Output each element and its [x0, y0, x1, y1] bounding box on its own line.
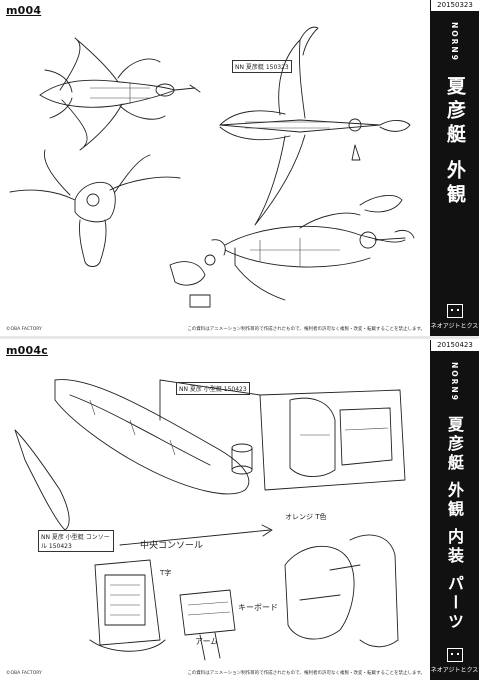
- note-date: 150423: [223, 386, 247, 393]
- usage-notice: この資料はアニメーション制作目的で作成されたもので、権利者の許可なく複製・改変・…: [187, 671, 425, 676]
- ship-detail-parts: [169, 239, 226, 308]
- sheet-m004c: m004c: [0, 340, 479, 680]
- central-console: [89, 559, 166, 652]
- note-nn: NN: [235, 64, 244, 71]
- sheet-code: m004c: [6, 344, 48, 357]
- cylinder-part: [231, 443, 253, 475]
- note-label-top: NN 夏彦 小型艇 150423: [176, 382, 250, 395]
- studio-logo-text: ネオアジトとクス: [430, 667, 479, 674]
- note-ship-name: 夏彦艇: [245, 64, 264, 71]
- ship-front-view: [9, 149, 181, 267]
- small-boat-hull: [14, 379, 250, 531]
- note-date: 150323: [265, 64, 289, 71]
- note-orange-color: オレンジ T色: [285, 513, 327, 521]
- studio-logo: ネオアジトとクス: [430, 648, 479, 674]
- note-console-label: NN 夏彦 小型艇 コンソール 150423: [38, 530, 114, 552]
- note-t-shape: T字: [160, 569, 172, 577]
- note-arm: アーム: [195, 637, 219, 646]
- note-nn: NN: [179, 386, 188, 393]
- ship-interior-sketches: [14, 379, 406, 661]
- sheet-m004: m004: [0, 0, 479, 336]
- sheet-divider: [0, 336, 479, 339]
- note-ship-name: 夏彦 小型艇: [189, 386, 222, 393]
- note-central-console: 中央コンソール: [140, 541, 204, 551]
- sheet-date: 20150423: [430, 340, 479, 351]
- pilot-seat: [284, 534, 399, 648]
- series-name: NORN9: [450, 22, 459, 62]
- sheet-date: 20150323: [430, 0, 479, 11]
- ship-side-view: [224, 194, 415, 301]
- ship-top-view-left: [39, 37, 201, 151]
- copyright: ©OBA FACTORY: [6, 671, 42, 676]
- copyright: ©OBA FACTORY: [6, 327, 42, 332]
- sheet-title: 夏彦艇 外観: [444, 76, 466, 208]
- sheet-title: 夏彦艇 外観 内装 パーツ: [445, 416, 464, 632]
- usage-notice: この資料はアニメーション制作目的で作成されたもので、権利者の許可なく複製・改変・…: [187, 327, 425, 332]
- note-label-nn: NN 夏彦艇 150323: [232, 60, 292, 73]
- note-keyboard: キーボード: [238, 603, 278, 612]
- studio-logo-icon: [446, 304, 463, 318]
- cockpit-interior: [159, 379, 406, 491]
- keyboard-arm: [179, 589, 236, 661]
- ship-top-view-right: [219, 26, 411, 226]
- sheet-code: m004: [6, 4, 42, 17]
- ship-exterior-sketches: [9, 26, 415, 308]
- series-name: NORN9: [450, 362, 459, 402]
- studio-logo-icon: [446, 648, 463, 662]
- studio-logo-text: ネオアジトとクス: [430, 323, 479, 330]
- studio-logo: ネオアジトとクス: [430, 304, 479, 330]
- callout-arrow: [119, 524, 273, 546]
- side-panel: 20150423 NORN9 夏彦艇 外観 内装 パーツ ネオアジトとクス: [430, 340, 479, 680]
- side-panel: 20150323 NORN9 夏彦艇 外観 ネオアジトとクス: [430, 0, 479, 336]
